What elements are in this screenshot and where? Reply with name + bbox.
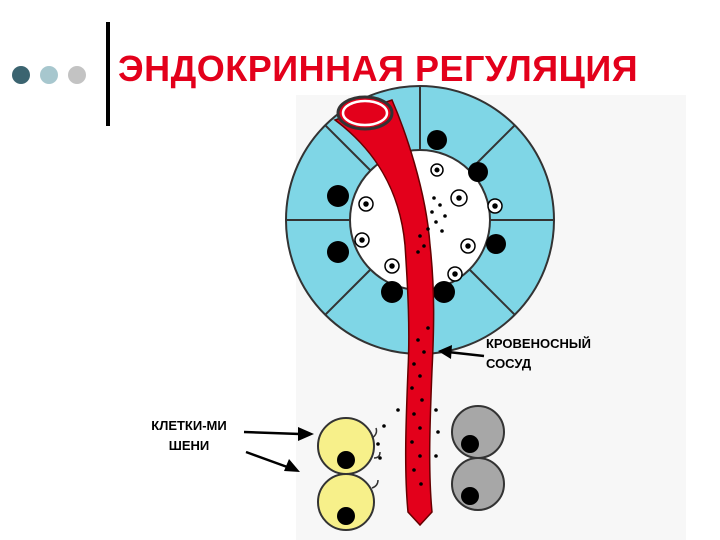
bullet-dot-grey [68,66,86,84]
vessel-label-line1: КРОВЕНОСНЫЙ [486,336,591,351]
gland-nuclei [327,130,506,303]
bullet-dot-dark [12,66,30,84]
gland-granules [354,163,503,282]
title-divider [106,22,110,126]
target-cells [317,417,381,531]
vessel-label-line2: СОСУД [486,356,532,371]
hormone-dots [376,196,447,486]
label-arrows [243,345,485,472]
bullet-dot-light [40,66,58,84]
non-target-cells [451,405,505,511]
cells-label-line1: КЛЕТКИ-МИ [151,418,227,433]
page-title: ЭНДОКРИННАЯ РЕГУЛЯЦИЯ [118,48,639,89]
blood-vessel [333,95,435,527]
vessel-label: КРОВЕНОСНЫЙ СОСУД [486,334,591,374]
cells-label: КЛЕТКИ-МИ ШЕНИ [134,416,244,456]
cells-label-line2: ШЕНИ [168,438,210,453]
